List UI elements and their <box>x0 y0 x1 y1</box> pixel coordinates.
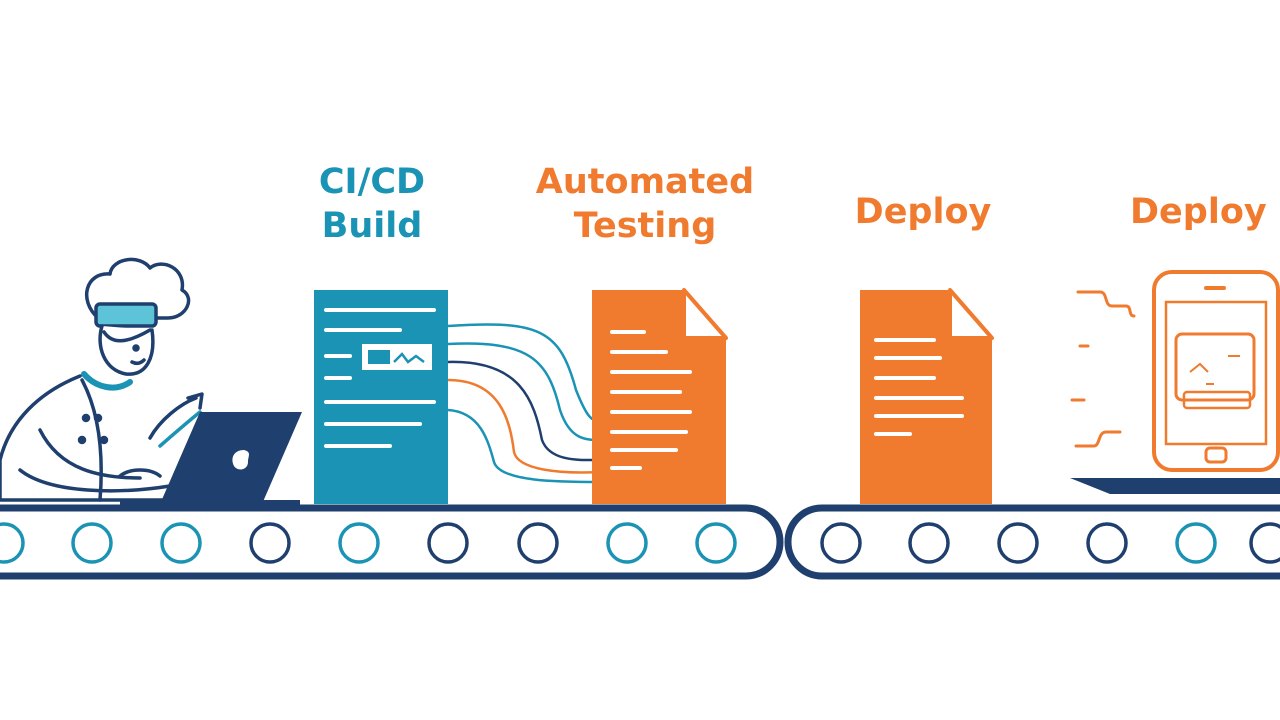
flow-lines-icon <box>447 323 601 484</box>
stage-label-line: CI/CD <box>318 162 426 202</box>
motion-lines-icon <box>1070 290 1136 448</box>
mobile-device-icon <box>1070 270 1280 494</box>
stage-label-line: Build <box>321 206 423 246</box>
stage-label-line: Testing <box>573 206 717 246</box>
chef-developer-icon <box>0 257 204 502</box>
stage-label-testing: Automated Testing <box>520 160 770 248</box>
stage-label-deploy: Deploy <box>838 190 1008 234</box>
laptop-icon <box>120 412 302 506</box>
stage-label-build: CI/CD Build <box>292 160 452 248</box>
conveyor-belt-icon <box>0 504 1280 580</box>
deploy-document-icon <box>860 288 994 504</box>
stage-label-line: Automated <box>535 162 755 202</box>
stage-label-line: Deploy <box>1130 192 1267 232</box>
stage-label-deploy-mobile: Deploy <box>1130 190 1280 234</box>
build-document-icon <box>314 290 448 504</box>
test-document-icon <box>592 288 728 504</box>
stage-label-line: Deploy <box>854 192 992 232</box>
